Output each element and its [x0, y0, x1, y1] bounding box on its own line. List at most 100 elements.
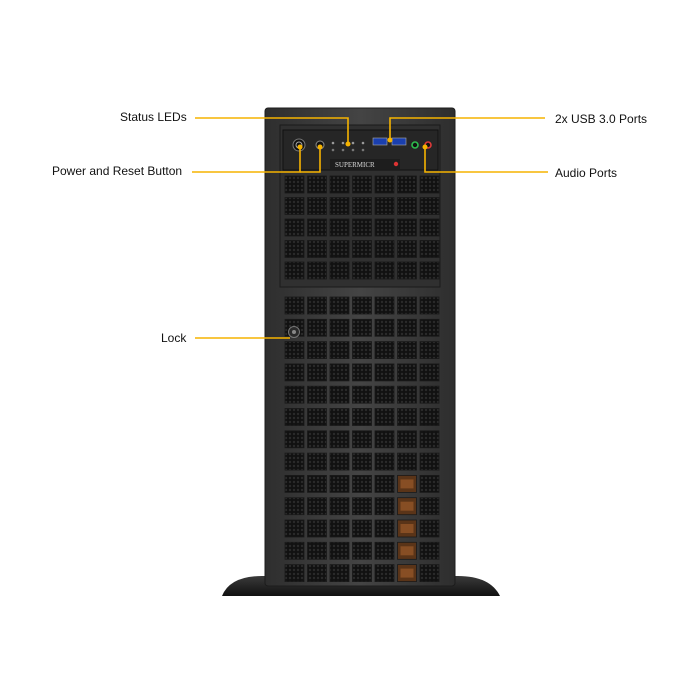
vent-cell [307, 430, 327, 449]
callout-dot [387, 137, 393, 143]
vent-cell [397, 385, 417, 404]
vent-cell [284, 408, 305, 426]
vent-cell [374, 363, 395, 382]
vent-cell [419, 197, 440, 215]
vent-cell [352, 474, 372, 493]
vent-cell [307, 261, 327, 280]
vent-cell [419, 519, 440, 538]
vent-cell [329, 408, 350, 426]
vent-cell [397, 175, 417, 194]
vent-cell [352, 497, 372, 516]
vent-cell [329, 218, 350, 237]
vent-cell [329, 519, 350, 538]
vent-cell [374, 474, 395, 493]
vent-cell [419, 261, 440, 280]
vent-cell [374, 296, 395, 315]
vent-glow [400, 568, 414, 578]
vent-cell [352, 318, 372, 337]
vent-cell [374, 408, 395, 426]
vent-cell [284, 385, 305, 404]
vent-cell [352, 296, 372, 315]
vent-cell [329, 318, 350, 337]
vent-cell [419, 430, 440, 449]
vent-cell [374, 318, 395, 337]
vent-cell [307, 197, 327, 215]
vent-cell [307, 452, 327, 471]
brand-logo: SUPERMICR [335, 161, 375, 169]
vent-cell [374, 497, 395, 516]
vent-cell [352, 541, 372, 560]
vent-cell [329, 197, 350, 215]
callout-usb-ports: 2x USB 3.0 Ports [555, 112, 648, 126]
vent-cell [374, 519, 395, 538]
vent-glow [400, 479, 414, 489]
vent-cell [329, 341, 350, 360]
vent-cell [307, 564, 327, 582]
vent-cell [419, 497, 440, 516]
usb-port [391, 137, 407, 146]
vent-cell [284, 261, 305, 280]
callout-dot [422, 144, 428, 150]
vent-cell [284, 175, 305, 194]
vent-cell [397, 452, 417, 471]
brand-logo-mark [393, 161, 399, 167]
vent-cell [419, 385, 440, 404]
vent-cell [397, 218, 417, 237]
vent-cell [284, 452, 305, 471]
status-leds [331, 141, 365, 152]
callout-lock: Lock [161, 331, 187, 345]
vent-cell [419, 240, 440, 258]
vent-cell [352, 261, 372, 280]
vent-cell [284, 474, 305, 493]
vent-cell [419, 218, 440, 237]
vent-cell [352, 519, 372, 538]
callout-dot [345, 141, 351, 147]
vent-cell [307, 519, 327, 538]
vent-cell [307, 497, 327, 516]
vent-cell [284, 564, 305, 582]
vent-cell [284, 197, 305, 215]
vent-cell [329, 541, 350, 560]
vent-grid [284, 175, 440, 582]
vent-cell [284, 519, 305, 538]
usb-port [372, 137, 388, 146]
vent-cell [284, 497, 305, 516]
vent-cell [329, 296, 350, 315]
vent-cell [352, 175, 372, 194]
vent-cell [419, 564, 440, 582]
vent-cell [352, 341, 372, 360]
vent-glow [400, 546, 414, 556]
vent-cell [374, 197, 395, 215]
vent-cell [352, 218, 372, 237]
vent-cell [329, 385, 350, 404]
vent-cell [329, 452, 350, 471]
vent-cell [397, 261, 417, 280]
callout-line-status-leds [195, 117, 349, 143]
callout-audio-ports: Audio Ports [555, 166, 618, 180]
vent-glow [400, 501, 414, 511]
callout-line-audio [424, 147, 548, 173]
vent-cell [397, 240, 417, 258]
vent-cell [374, 175, 395, 194]
vent-cell [352, 385, 372, 404]
vent-cell [374, 240, 395, 258]
vent-cell [307, 318, 327, 337]
vent-cell [374, 261, 395, 280]
vent-cell [397, 197, 417, 215]
vent-cell [419, 175, 440, 194]
vent-cell [374, 430, 395, 449]
vent-cell [307, 240, 327, 258]
vent-cell [329, 430, 350, 449]
vent-cell [352, 452, 372, 471]
vent-cell [329, 474, 350, 493]
vent-cell [284, 240, 305, 258]
vent-cell [352, 564, 372, 582]
vent-cell [329, 497, 350, 516]
vent-cell [307, 408, 327, 426]
vent-cell [329, 261, 350, 280]
vent-cell [419, 296, 440, 315]
vent-cell [397, 430, 417, 449]
callout-dot [297, 144, 303, 150]
logo-plate [330, 159, 400, 169]
